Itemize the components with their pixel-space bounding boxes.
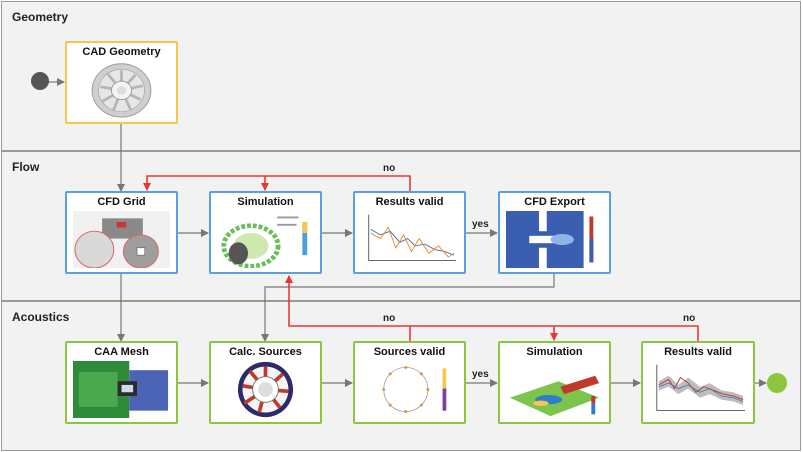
- acoustic-simulation-image: [506, 361, 603, 418]
- box-caa-mesh[interactable]: CAA Mesh: [65, 341, 178, 424]
- box-title-cfd-export: CFD Export: [524, 196, 585, 208]
- box-title-cad-geometry: CAD Geometry: [82, 46, 161, 58]
- start-node: [31, 72, 49, 90]
- feedback-acoustics-no-results: [410, 325, 699, 341]
- box-sources-valid[interactable]: Sources valid: [353, 341, 466, 424]
- edge-label-flow-yes: yes: [472, 219, 489, 230]
- cfd-export-image: [506, 211, 603, 268]
- end-node: [767, 373, 787, 393]
- acoustic-results-plot-image: [649, 361, 747, 418]
- box-cfd-grid[interactable]: CFD Grid: [65, 191, 178, 274]
- edge-label-acoustics-no-2: no: [683, 313, 696, 324]
- box-title-results-valid-acoustics: Results valid: [664, 346, 732, 358]
- lane-title-geometry: Geometry: [12, 10, 69, 24]
- lane-title-flow: Flow: [12, 160, 40, 174]
- lane-title-acoustics: Acoustics: [12, 310, 70, 324]
- edge-label-acoustics-yes: yes: [472, 369, 489, 380]
- feedback-acoustics-no-sources: [285, 275, 411, 341]
- box-title-simulation-acoustics: Simulation: [526, 346, 583, 358]
- box-title-sources-valid: Sources valid: [373, 346, 446, 358]
- flow-results-plot-image: [361, 211, 458, 268]
- cad-fan-image: [73, 61, 170, 118]
- box-simulation-acoustics[interactable]: Simulation: [498, 341, 611, 424]
- cfd-grid-image: [73, 211, 170, 268]
- box-title-caa-mesh: CAA Mesh: [94, 346, 149, 358]
- box-results-valid-acoustics[interactable]: Results valid: [641, 341, 755, 424]
- calc-sources-image: [217, 361, 314, 418]
- box-simulation-flow[interactable]: Simulation: [209, 191, 322, 274]
- feedback-flow-no: [143, 175, 411, 191]
- flow-simulation-image: [217, 211, 314, 268]
- box-results-valid-flow[interactable]: Results valid: [353, 191, 466, 274]
- box-title-calc-sources: Calc. Sources: [229, 346, 302, 358]
- arrow-export-to-calc-sources: [261, 274, 555, 342]
- box-calc-sources[interactable]: Calc. Sources: [209, 341, 322, 424]
- edge-label-acoustics-no-1: no: [383, 313, 396, 324]
- caa-mesh-image: [73, 361, 170, 418]
- box-cfd-export[interactable]: CFD Export: [498, 191, 611, 274]
- box-title-results-valid-flow: Results valid: [375, 196, 444, 208]
- box-title-cfd-grid: CFD Grid: [97, 196, 146, 208]
- box-title-simulation-flow: Simulation: [237, 196, 294, 208]
- box-cad-geometry[interactable]: CAD Geometry: [65, 41, 178, 124]
- sources-valid-image: [361, 361, 458, 418]
- edge-label-flow-no: no: [383, 163, 396, 174]
